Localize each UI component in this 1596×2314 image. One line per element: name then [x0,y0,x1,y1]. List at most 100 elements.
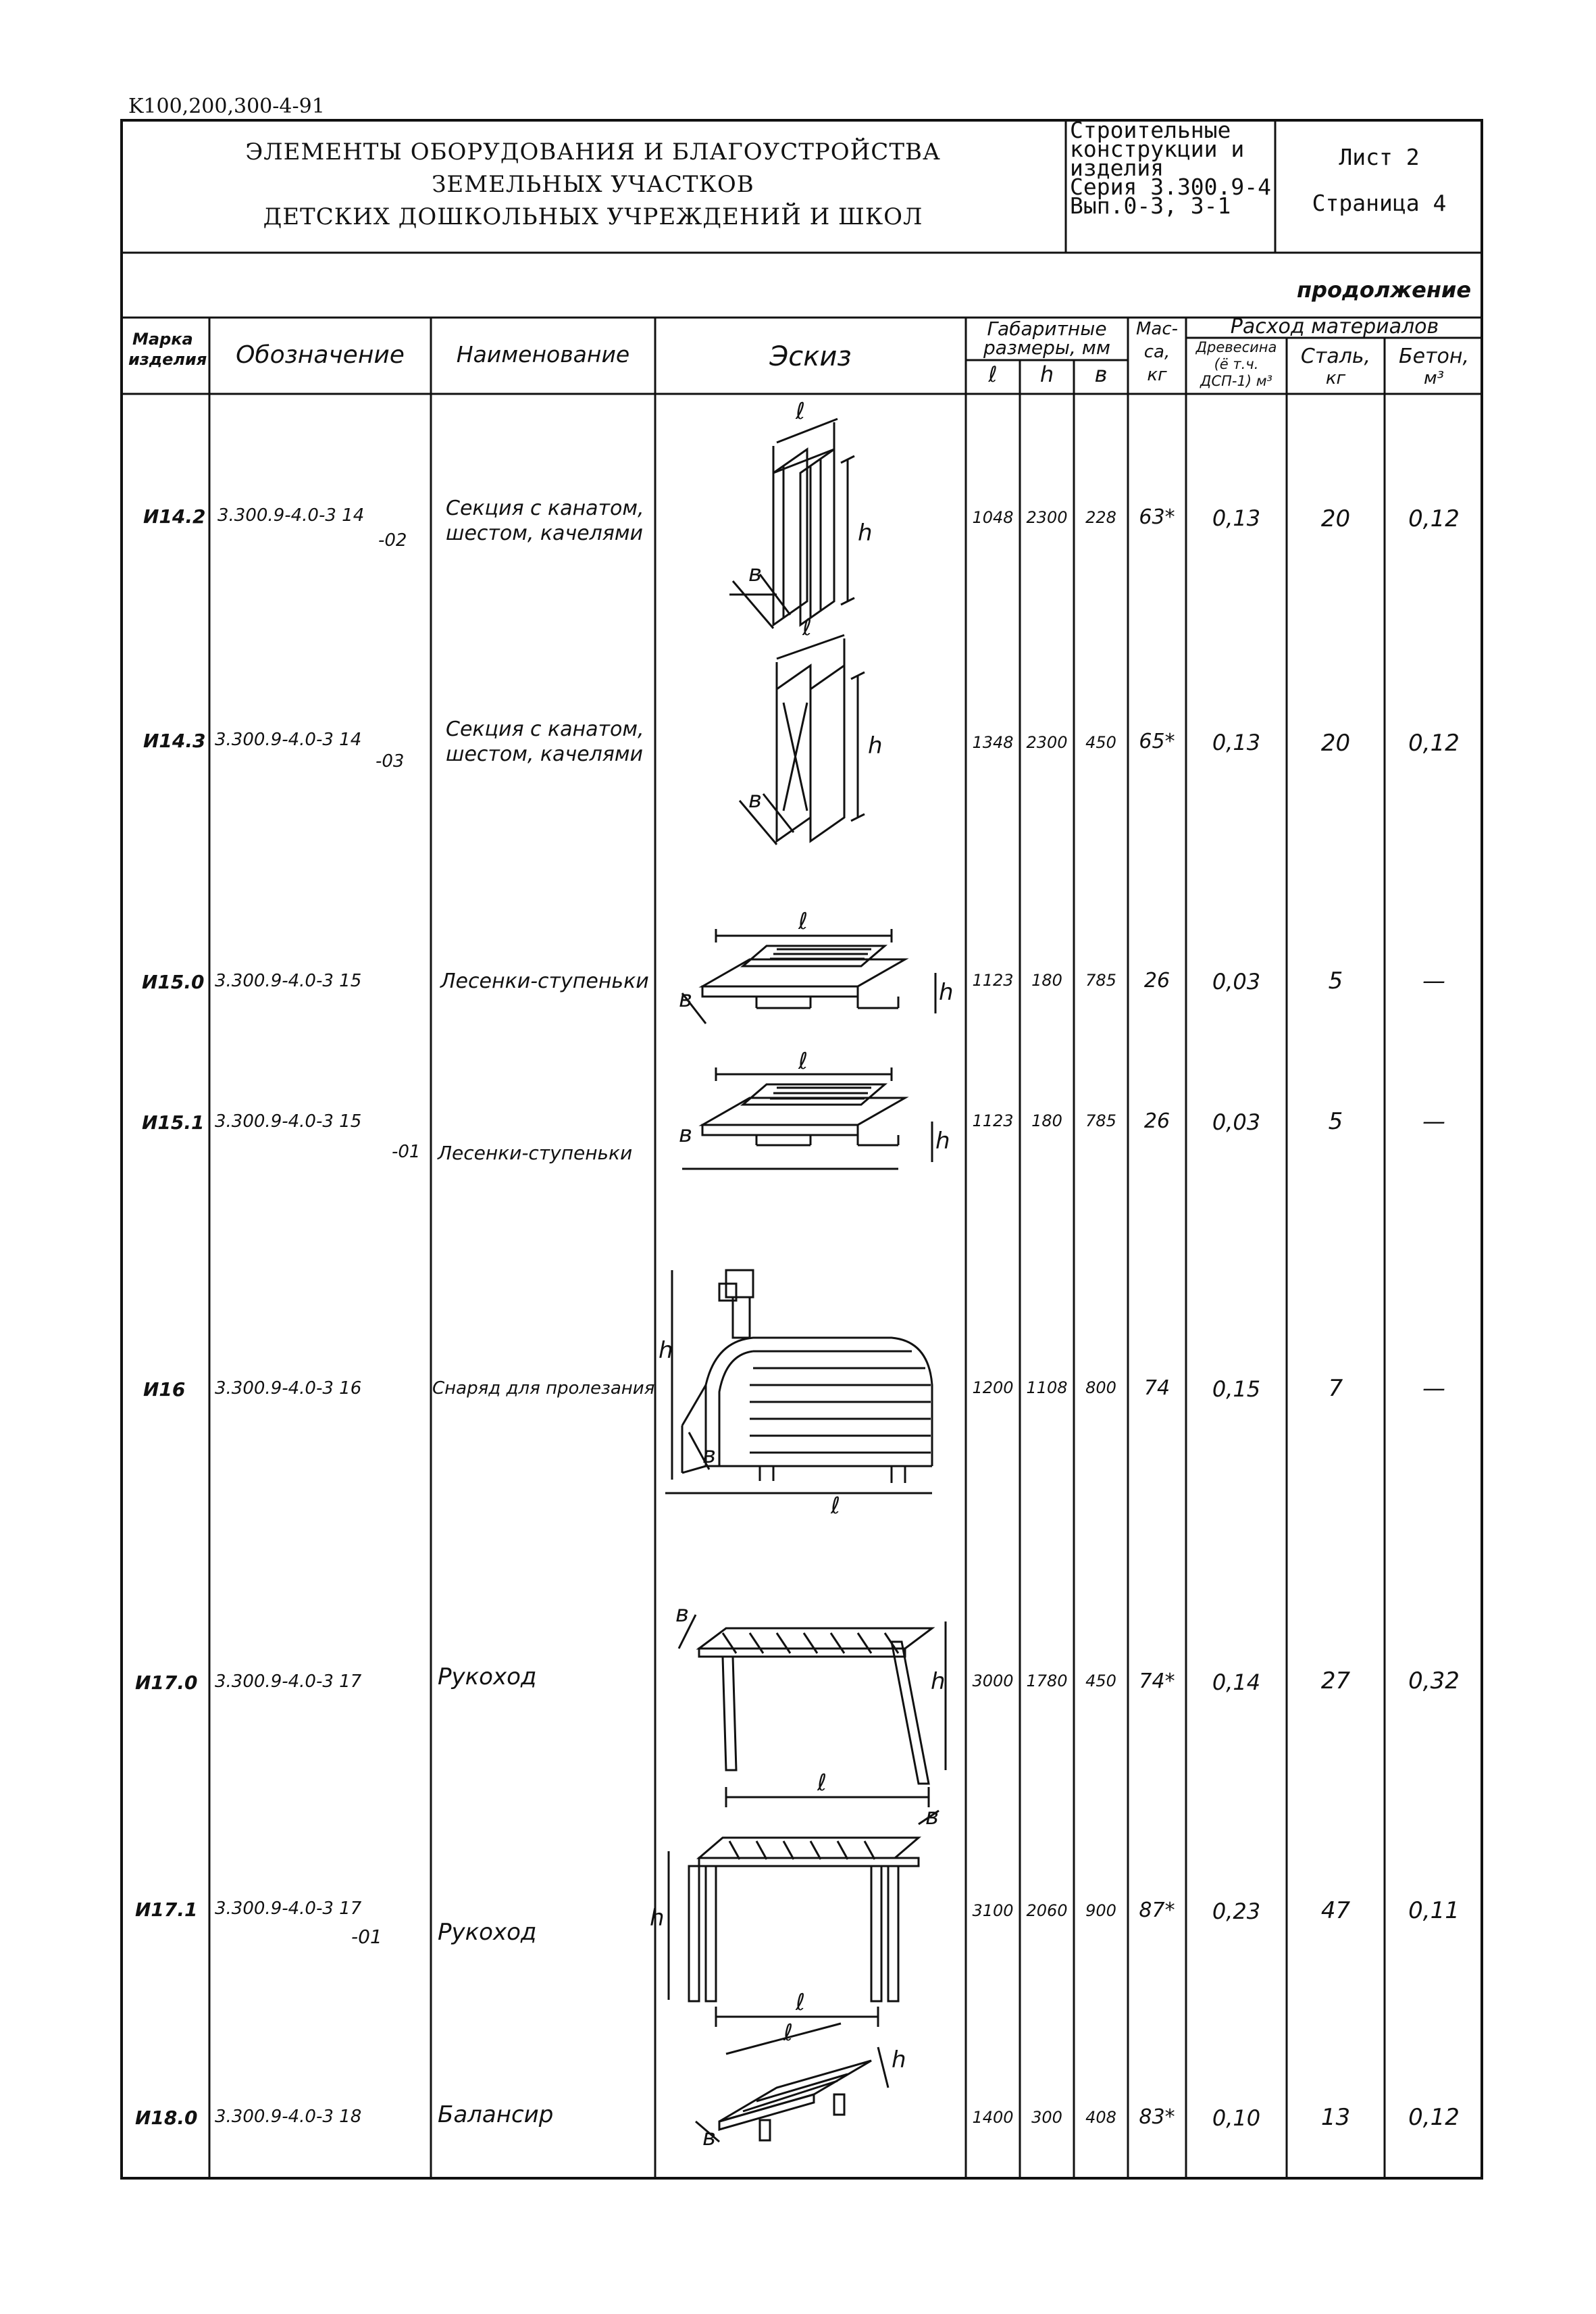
sketch-label-l: ℓ [830,1492,840,1519]
header-timber-2: (ё т.ч. [1214,356,1259,372]
row-steel: 5 [1328,967,1343,995]
row-steel: 47 [1320,1897,1351,1924]
row-name-1: Балансир [438,2101,554,2128]
row-designation: 3.300.9-4.0-3 15 [215,971,362,991]
row-steel: 5 [1328,1108,1343,1135]
sketch-monkey-bars-2 [667,1809,939,2027]
sketch-label-l: ℓ [798,908,808,935]
document-code: K100,200,300-4-91 [128,95,325,118]
row-mark: И16 [143,1378,186,1401]
header-mass-2: са, [1143,342,1170,362]
header-dim-h: h [1039,361,1054,387]
row-l: 3100 [972,1901,1014,1920]
header-steel-1: Сталь, [1300,345,1371,368]
header-dim-b: в [1094,361,1108,387]
row-name-1: Лесенки-ступеньки [440,970,649,993]
title-line-1: ЭЛЕМЕНТЫ ОБОРУДОВАНИЯ И БЛАГОУСТРОЙСТВА [245,139,941,166]
row-name-2: шестом, качелями [446,743,643,766]
row-concrete: — [1422,1375,1445,1402]
row-b: 785 [1085,971,1116,990]
sketch-label-l: ℓ [802,614,812,641]
row-l: 3000 [972,1671,1014,1690]
row-l: 1348 [972,733,1014,752]
row-h: 180 [1031,1111,1062,1130]
row-designation-suffix: -01 [392,1142,421,1162]
row-mass: 26 [1143,1109,1170,1133]
row-mark: И15.0 [142,971,205,993]
row-h: 1108 [1026,1378,1068,1397]
header-designation: Обозначение [236,341,405,369]
sketch-crawl-tunnel [665,1269,933,1494]
row-mark: И15.1 [142,1111,205,1134]
sketch-label-b: в [748,786,762,813]
header-mark-2: изделия [128,350,207,369]
sketch-label-b: в [702,2124,716,2151]
header-dim-l: ℓ [988,361,998,387]
row-l: 1123 [972,971,1014,990]
row-b: 408 [1085,2108,1116,2127]
header-concrete-1: Бетон, [1398,345,1470,368]
header-name: Наименование [456,341,630,368]
series-line-3: изделия [1070,155,1164,181]
row-l: 1200 [972,1378,1014,1397]
row-timber: 0,23 [1212,1898,1261,1924]
sketch-label-b: в [675,1601,689,1628]
row-name-1: Лесенки-ступеньки [438,1142,633,1164]
row-designation: 3.300.9-4.0-3 17 [215,1898,362,1919]
sketch-section-rope-1 [729,418,855,629]
row-name-1: Секция с канатом, [446,497,644,520]
row-steel: 13 [1320,2104,1351,2131]
row-name-1: Рукоход [438,1663,537,1690]
row-mass: 65* [1139,730,1175,753]
row-mark: И18.0 [135,2107,198,2129]
sketch-label-h: h [935,1128,950,1155]
row-designation-suffix: -03 [376,751,405,772]
sketch-steps-1 [681,929,937,1024]
row-mass: 83* [1139,2105,1175,2129]
series-line-4: Серия 3.300.9-4 [1070,174,1272,200]
sketch-label-l: ℓ [783,2019,793,2046]
row-mass: 63* [1139,505,1175,529]
row-timber: 0,15 [1212,1376,1261,1402]
sketch-label-h: h [931,1668,946,1695]
header-mass-3: кг [1147,365,1167,385]
row-concrete: 0,32 [1408,1667,1460,1694]
row-concrete: — [1422,1108,1445,1135]
header-dims-2: размеры, мм [983,336,1111,359]
row-concrete: 0,11 [1408,1897,1460,1924]
sketch-label-h: h [892,2046,906,2073]
row-b: 800 [1085,1378,1116,1397]
row-steel: 27 [1320,1667,1351,1694]
row-designation: 3.300.9-4.0-3 14 [217,505,365,526]
sketch-label-l: ℓ [817,1769,827,1796]
row-h: 2300 [1026,508,1068,527]
row-designation: 3.300.9-4.0-3 14 [215,730,362,750]
row-timber: 0,03 [1212,1109,1261,1135]
sketch-label-b: в [925,1803,939,1830]
row-timber: 0,13 [1212,730,1261,755]
sketch-label-b: в [702,1442,716,1469]
row-designation: 3.300.9-4.0-3 16 [215,1378,362,1399]
header-timber-1: Древесина [1195,339,1277,355]
sketch-label-l: ℓ [795,1989,805,2016]
header-mass-1: Мас- [1135,319,1179,339]
row-mass: 74* [1139,1669,1175,1693]
row-h: 1780 [1026,1671,1068,1690]
row-mark: И14.2 [143,505,206,528]
row-mark: И17.0 [135,1671,198,1694]
page-number: Страница 4 [1312,190,1447,216]
sketch-label-h: h [659,1337,673,1364]
row-timber: 0,14 [1212,1669,1261,1695]
sketch-label-h: h [868,732,883,759]
row-b: 450 [1085,733,1116,752]
row-l: 1048 [972,508,1014,527]
row-designation: 3.300.9-4.0-3 18 [215,2107,362,2127]
row-concrete: 0,12 [1408,730,1460,757]
sketch-label-b: в [748,560,762,587]
sketch-monkey-bars-1 [677,1614,947,1807]
sketch-balance-beam [695,2022,890,2143]
row-h: 180 [1031,971,1062,990]
series-line-1: Строительные [1070,117,1231,143]
header-materials: Расход материалов [1230,315,1439,338]
